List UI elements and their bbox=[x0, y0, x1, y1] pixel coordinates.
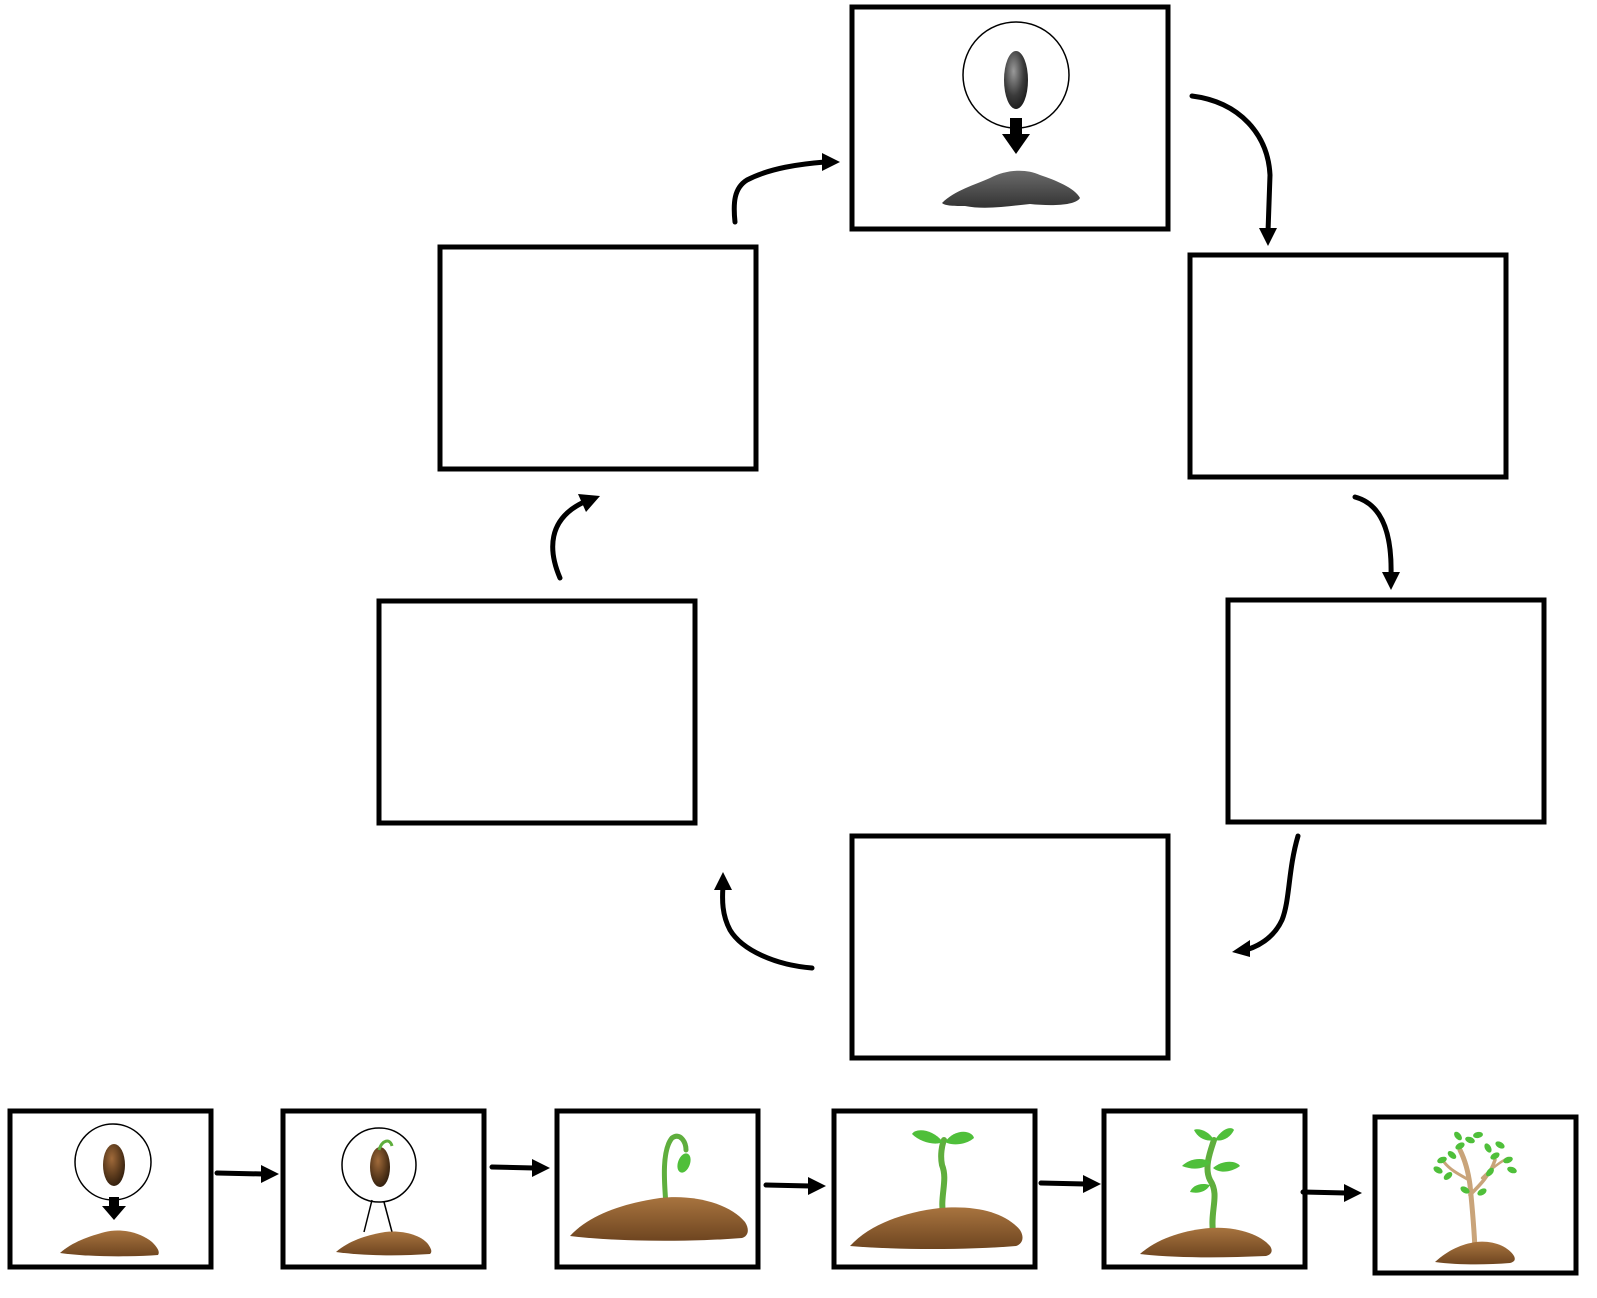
strip-arrow-4 bbox=[1038, 1175, 1101, 1193]
stage-card-2 bbox=[280, 1108, 487, 1270]
cycle-slot-1 bbox=[849, 4, 1171, 232]
stage-card-4 bbox=[831, 1108, 1038, 1270]
seedling-picture bbox=[850, 1130, 1023, 1249]
cycle-slot-5 bbox=[376, 598, 698, 826]
seed-planted-picture bbox=[60, 1123, 159, 1257]
strip-arrow-5 bbox=[1300, 1184, 1362, 1202]
cycle-arrow-6 bbox=[731, 153, 840, 225]
stage-card-1 bbox=[7, 1108, 214, 1270]
cycle-arrow-4 bbox=[714, 872, 815, 971]
seed-planted-picture bbox=[942, 21, 1080, 208]
germinating-seed-picture bbox=[336, 1127, 432, 1256]
cycle-arrow-3 bbox=[1232, 833, 1301, 957]
stage-card-6 bbox=[1372, 1114, 1579, 1276]
strip-arrow-1 bbox=[214, 1165, 279, 1183]
small-tree-picture bbox=[1433, 1131, 1517, 1265]
cycle-arrow-2 bbox=[1352, 494, 1400, 590]
stage-card-5 bbox=[1101, 1108, 1308, 1270]
cycle-slot-2 bbox=[1187, 252, 1509, 480]
strip-arrow-3 bbox=[763, 1177, 826, 1195]
stage-card-3 bbox=[554, 1108, 761, 1270]
cycle-slot-3 bbox=[1225, 597, 1547, 825]
strip-arrow-2 bbox=[489, 1159, 550, 1177]
cycle-arrow-1 bbox=[1189, 93, 1277, 246]
young-plant-picture bbox=[1140, 1128, 1272, 1258]
cycle-slot-6 bbox=[437, 244, 759, 472]
cycle-slot-4 bbox=[849, 833, 1171, 1061]
cycle-arrow-5 bbox=[550, 494, 600, 581]
sprout-picture bbox=[570, 1133, 748, 1241]
